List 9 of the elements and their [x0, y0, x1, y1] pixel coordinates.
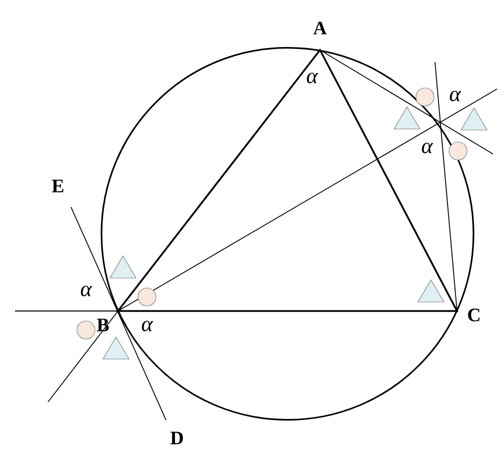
- point-label: A: [313, 22, 327, 34]
- angle-label: α: [450, 90, 462, 102]
- point-label: D: [170, 432, 183, 444]
- angle-label: α: [80, 286, 92, 296]
- point-label: C: [468, 308, 480, 322]
- angle-label: α: [142, 320, 154, 332]
- angle-label: α: [306, 72, 318, 84]
- point-label: E: [52, 180, 64, 192]
- angle-label: α: [422, 142, 434, 154]
